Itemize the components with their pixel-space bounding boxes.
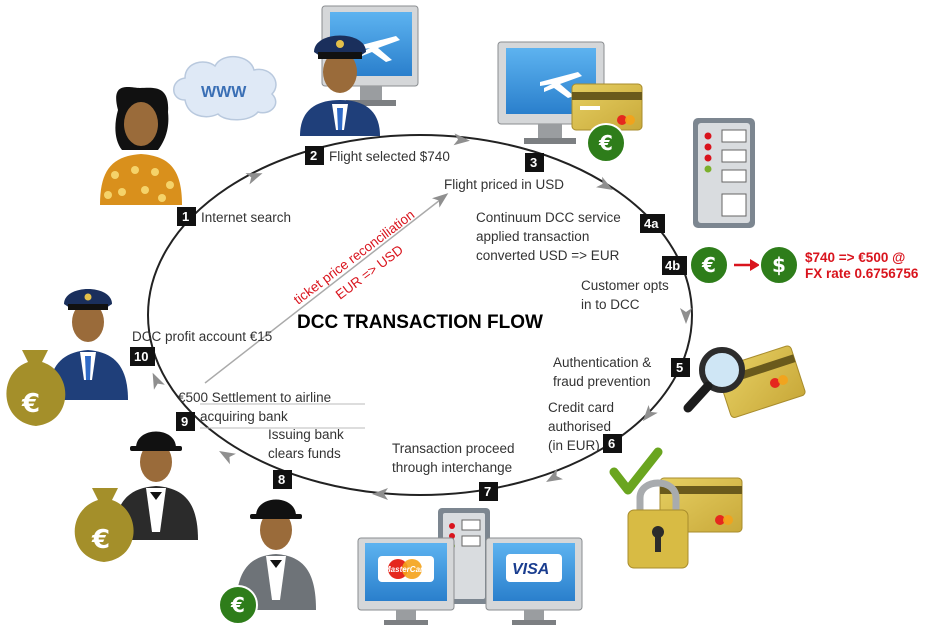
diagram-title: DCC TRANSACTION FLOW [297,312,543,333]
step-4b-line2: in to DCC [581,297,640,312]
step-7-number: 7 [484,484,491,499]
fx-euro-coin: € [701,253,716,277]
profit-pilot-icon: € [6,289,128,426]
step-3-number: 3 [530,155,537,170]
step-2-label: Flight selected $740 [329,149,450,164]
step-2-number: 2 [310,148,317,163]
airline-monitor-icon [321,5,419,106]
money-bag-euro: € [91,525,110,555]
step-4b-line1: Customer opts [581,278,669,293]
euro-coin-symbol: € [598,131,613,155]
step-6-line1: Credit card [548,400,614,415]
step-9-number: 9 [181,414,188,429]
step-8-number: 8 [278,472,285,487]
authorised-lock-icon [609,447,743,569]
step-9-badge [176,412,195,431]
fx-arrow-icon [734,259,760,271]
step-9-line2: acquiring bank [200,409,288,424]
step-4b-number: 4b [665,258,680,273]
mastercard-text: MasterCard [384,565,429,574]
banker-euro-coin: € [230,593,245,617]
flow-circle [147,134,693,496]
fx-note-line1: $740 => €500 @ [805,250,905,265]
step-8-line2: clears funds [268,446,341,461]
pilot-icon [300,35,380,136]
step-5-number: 5 [676,360,683,375]
booking-monitor-icon: € [497,41,643,163]
fraud-check-icon [683,345,806,418]
step-8-line1: Issuing bank [268,427,344,442]
step-4a-line1: Continuum DCC service [476,210,621,225]
fx-note-line2: FX rate 0.6756756 [805,266,919,281]
dcc-server-icon [693,118,755,228]
step-6-line3: (in EUR) [548,438,600,453]
step-10-badge [130,347,155,366]
step-5-badge [671,358,690,377]
step-7-badge [479,482,498,501]
step-3-badge [525,153,544,172]
step-1-label: Internet search [201,210,291,225]
step-10-number: 10 [134,349,148,364]
reconciliation-arrow [204,188,452,384]
step-4a-line2: applied transaction [476,229,589,244]
step-10-label: DCC profit account €15 [132,329,272,344]
step-3-label: Flight priced in USD [444,177,564,192]
step-9-line1: €500 Settlement to airline [178,390,331,405]
step-1-number: 1 [182,209,189,224]
step-6-number: 6 [608,436,615,451]
www-text: WWW [201,84,247,101]
step-4a-line3: converted USD => EUR [476,248,620,263]
step-4a-badge [640,214,665,233]
www-cloud-icon: WWW [173,56,277,121]
step-2-badge [305,146,324,165]
step-6-line2: authorised [548,419,611,434]
step-8-badge [273,470,292,489]
acquiring-banker-icon: € [74,431,198,562]
step-4a-number: 4a [644,216,659,231]
visa-text: VISA [512,561,549,578]
issuing-banker-icon: € [218,499,316,625]
step-5-line1: Authentication & [553,355,651,370]
step-5-line2: fraud prevention [553,374,651,389]
profit-bag-euro: € [21,389,40,419]
interchange-icon: MasterCard VISA [357,508,583,625]
customer-woman-icon [100,87,182,205]
fx-dollar-coin: $ [772,253,786,277]
step-1-badge [177,207,196,226]
step-7-line2: through interchange [392,460,512,475]
step-4b-badge [662,256,687,275]
step-6-badge [603,434,622,453]
step-7-line1: Transaction proceed [392,441,515,456]
